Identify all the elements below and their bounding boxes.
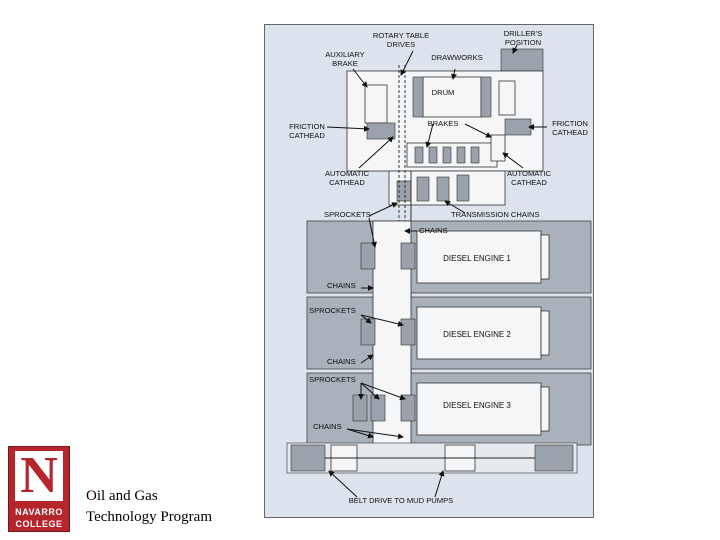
arrow-drawworks (451, 68, 457, 80)
arrow-chains-3a (346, 428, 374, 439)
label-position: POSITION (505, 38, 541, 47)
gear-1 (414, 146, 424, 164)
caption-line-2: Technology Program (86, 509, 213, 525)
label-sprockets-2: SPROCKETS (309, 306, 356, 315)
label-automatic-left-2: CATHEAD (329, 178, 365, 187)
logo-line-2: COLLEGE (15, 519, 63, 529)
arrow-belt-drive-left (328, 470, 358, 498)
arrow-friction-cathead-left (326, 125, 370, 132)
label-diesel-engine-3: DIESEL ENGINE 3 (443, 401, 511, 410)
sprocket-e2-right (400, 318, 416, 346)
sprocket-e3-b (370, 394, 386, 422)
sprocket-e3-c (400, 394, 416, 422)
arrow-sprockets-3c (360, 382, 406, 401)
label-sprockets-top: SPROCKETS (324, 210, 371, 219)
sprocket-e3-a (352, 394, 368, 422)
arrow-automatic-cathead-left (358, 136, 394, 169)
label-drillers: DRILLER'S (504, 29, 543, 38)
label-drawworks: DRAWWORKS (431, 53, 483, 62)
rig-power-diagram: ROTARY TABLE DRIVES DRILLER'S POSITION A… (264, 24, 594, 518)
program-caption: Oil and Gas Technology Program (86, 486, 212, 528)
sprocket-top-3 (436, 176, 450, 202)
arrow-drillers-position (512, 44, 518, 54)
diagram-drawing: ROTARY TABLE DRIVES DRILLER'S POSITION A… (286, 29, 592, 505)
label-rotary-table: ROTARY TABLE (373, 31, 429, 40)
sprocket-e1-right (400, 242, 416, 270)
right-gear-shape (498, 80, 516, 116)
engine-1-radiator (540, 234, 550, 280)
arrow-brakes-2 (464, 123, 492, 138)
arrow-chains-3b (346, 428, 404, 440)
mud-pump-pulley-left (290, 444, 326, 472)
caption-line-1: Oil and Gas (86, 488, 158, 504)
label-automatic-right-1: AUTOMATIC (507, 169, 552, 178)
label-drives: DRIVES (387, 40, 415, 49)
label-diesel-engine-1: DIESEL ENGINE 1 (443, 254, 511, 263)
arrow-brakes-1 (425, 123, 434, 148)
diesel-engine-3-shape (416, 382, 542, 436)
diesel-engine-1-shape (416, 230, 542, 284)
arrow-transmission-chains (444, 200, 466, 214)
sprocket-top-4 (456, 174, 470, 202)
arrow-auxiliary-brake (352, 68, 368, 88)
automatic-cathead-right-shape (490, 134, 506, 162)
friction-cathead-right-shape (504, 118, 532, 136)
mud-pump-pulley-right (534, 444, 574, 472)
engine-2-radiator (540, 310, 550, 356)
arrow-sprockets-top (368, 202, 398, 217)
logo-line-1: NAVARRO (15, 507, 63, 517)
label-brake: BRAKE (332, 59, 358, 68)
label-belt-drive: BELT DRIVE TO MUD PUMPS (349, 496, 454, 505)
arrow-belt-drive-right (434, 470, 445, 498)
drum-shape (422, 76, 482, 118)
arrow-chains-2 (360, 354, 374, 364)
label-transmission-chains: TRANSMISSION CHAINS (451, 210, 540, 219)
arrow-rotary-drives (400, 50, 414, 76)
label-brakes: BRAKES (428, 119, 459, 128)
navarro-college-logo: N NAVARRO COLLEGE (8, 446, 70, 532)
drillers-position-box (500, 48, 544, 72)
label-auxiliary: AUXILIARY (325, 50, 365, 59)
label-friction-right-1: FRICTION (552, 119, 588, 128)
label-automatic-right-2: CATHEAD (511, 178, 547, 187)
arrow-sprockets-2b (360, 314, 404, 327)
label-chains-2: CHAINS (327, 357, 356, 366)
gear-4 (456, 146, 466, 164)
arrow-sprockets-2a (360, 314, 372, 324)
diesel-engine-2-shape (416, 306, 542, 360)
label-friction-left-1: FRICTION (289, 122, 325, 131)
auxiliary-brake-shape (364, 84, 388, 124)
label-friction-left-2: CATHEAD (289, 131, 325, 140)
label-chains-top: CHAINS (419, 226, 448, 235)
label-chains-1: CHAINS (327, 281, 356, 290)
friction-cathead-left-shape (366, 122, 396, 140)
sprocket-top-2 (416, 176, 430, 202)
drum-flange-right (480, 76, 492, 118)
logo-letter: N (15, 450, 63, 502)
label-drum: DRUM (432, 88, 455, 97)
engine-3-radiator (540, 386, 550, 432)
gear-2 (428, 146, 438, 164)
label-diesel-engine-2: DIESEL ENGINE 2 (443, 330, 511, 339)
arrow-sprockets-3b (360, 382, 380, 400)
drum-flange-left (412, 76, 424, 118)
gear-3 (442, 146, 452, 164)
sprocket-e2-left (360, 318, 376, 346)
label-sprockets-3: SPROCKETS (309, 375, 356, 384)
arrow-automatic-cathead-right (502, 152, 524, 169)
arrow-sprockets-top-2 (368, 217, 377, 248)
label-friction-right-2: CATHEAD (552, 128, 588, 137)
sprocket-e1-left (360, 242, 376, 270)
label-chains-3: CHAINS (313, 422, 342, 431)
label-automatic-left-1: AUTOMATIC (325, 169, 370, 178)
gear-5 (470, 146, 480, 164)
